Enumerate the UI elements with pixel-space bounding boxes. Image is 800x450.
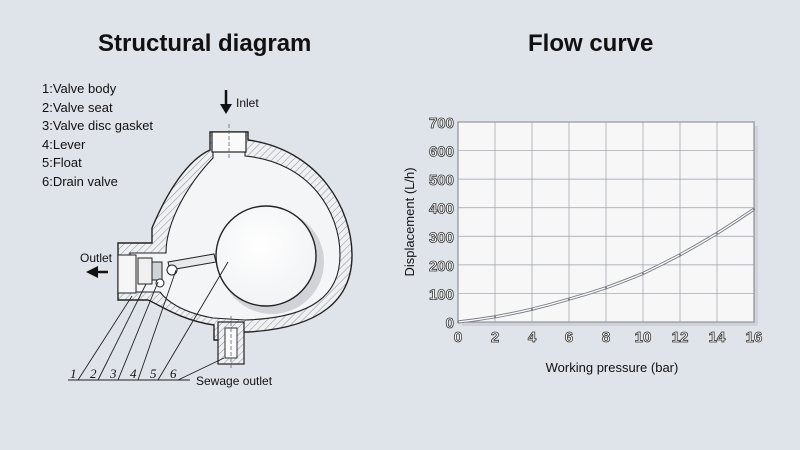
y-tick-label: 200 [429,258,454,275]
flow-curve-point [568,298,570,300]
y-tick-label: 600 [429,144,454,161]
float-ball [215,205,317,307]
x-tick-label: 6 [565,329,573,346]
callout-5: 5 [150,366,157,381]
y-axis-label: Displacement (L/h) [402,167,417,276]
x-tick-label: 8 [602,329,610,346]
y-tick-label: 500 [429,172,454,189]
flow-curve-point [494,316,496,318]
structural-diagram-title: Structural diagram [98,30,312,57]
parts-legend: 1:Valve body 2:Valve seat 3:Valve disc g… [42,80,153,192]
y-tick-label: 700 [429,115,454,132]
callout-3: 3 [109,366,117,381]
legend-item-valve-seat: 2:Valve seat [42,99,113,115]
x-tick-label: 10 [635,329,652,346]
inlet-arrow [220,104,232,114]
flow-curve-point [605,286,607,289]
flow-curve-point [679,254,681,256]
flow-curve-point [457,321,459,323]
legend-item-drain-valve: 6:Drain valve [42,173,118,189]
y-tick-label: 0 [446,315,454,332]
callout-1: 1 [70,366,77,381]
callout-leaders [68,261,229,381]
flow-curve-point [531,308,533,310]
x-tick-label: 2 [491,329,499,346]
lever-pivot [166,264,178,276]
x-axis-label: Working pressure (bar) [546,360,679,375]
x-tick-label: 12 [672,329,689,346]
legend-item-valve-disc-gasket: 3:Valve disc gasket [42,118,154,134]
flow-curve-point [753,208,755,210]
y-tick-label: 400 [429,201,454,218]
callout-4: 4 [130,366,137,381]
inlet-label: Inlet [236,96,259,110]
y-tick-label: 100 [429,286,454,303]
callout-2: 2 [90,366,97,381]
flow-curve-point [716,232,718,235]
sewage-outlet-label: Sewage outlet [196,374,273,388]
legend-item-lever: 4:Lever [42,136,86,152]
x-tick-label: 16 [746,329,763,346]
legend-item-valve-body: 1:Valve body [42,81,117,96]
x-tick-label: 0 [454,329,462,346]
y-tick-label: 300 [429,229,454,246]
x-tick-label: 14 [709,329,726,346]
x-tick-label: 4 [528,329,537,346]
outlet-port [117,254,137,294]
legend-item-float: 5:Float [42,155,82,171]
outlet-label: Outlet [80,251,113,265]
flow-curve-title: Flow curve [528,30,654,57]
outlet-arrow [86,266,98,278]
flow-curve-point [642,272,644,275]
callout-6: 6 [170,366,177,381]
